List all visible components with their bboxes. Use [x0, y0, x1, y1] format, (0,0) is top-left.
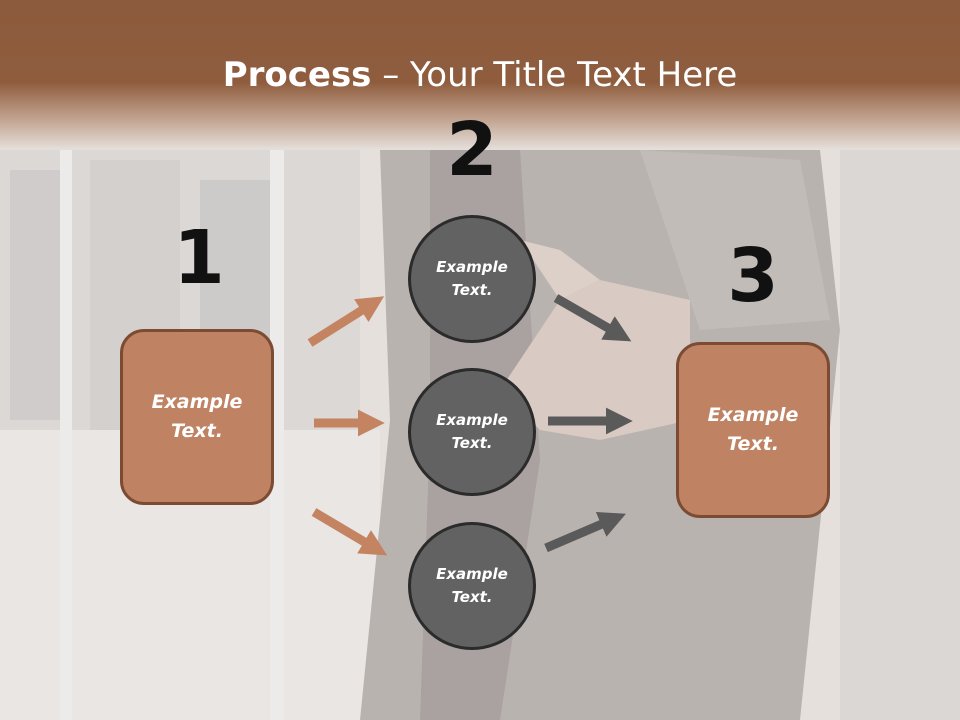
step-number-2: 2 — [446, 107, 498, 193]
step-2-circle-top: Example Text. — [408, 215, 536, 343]
step-1-box: Example Text. — [120, 329, 274, 505]
circle-bottom-text: Example Text. — [436, 565, 508, 606]
arrow-1-to-bottom — [311, 508, 388, 556]
circle-middle-text: Example Text. — [436, 411, 508, 452]
step-2-circle-middle: Example Text. — [408, 368, 536, 496]
arrow-1-to-top — [307, 296, 385, 347]
step-number-1: 1 — [173, 215, 225, 301]
title-bar — [0, 0, 960, 150]
arrow-bottom-to-3 — [544, 511, 626, 553]
circle-top-text: Example Text. — [436, 258, 508, 299]
title-bold: Process — [222, 55, 372, 95]
step-1-text: Example Text. — [151, 391, 243, 442]
step-2-circle-bottom: Example Text. — [408, 522, 536, 650]
title-rest: – Your Title Text Here — [371, 55, 738, 95]
step-3-text: Example Text. — [707, 404, 799, 455]
step-number-3: 3 — [727, 233, 779, 319]
arrow-top-to-3 — [553, 294, 632, 342]
step-3-box: Example Text. — [676, 342, 830, 518]
slide-title: Process – Your Title Text Here — [0, 52, 960, 98]
